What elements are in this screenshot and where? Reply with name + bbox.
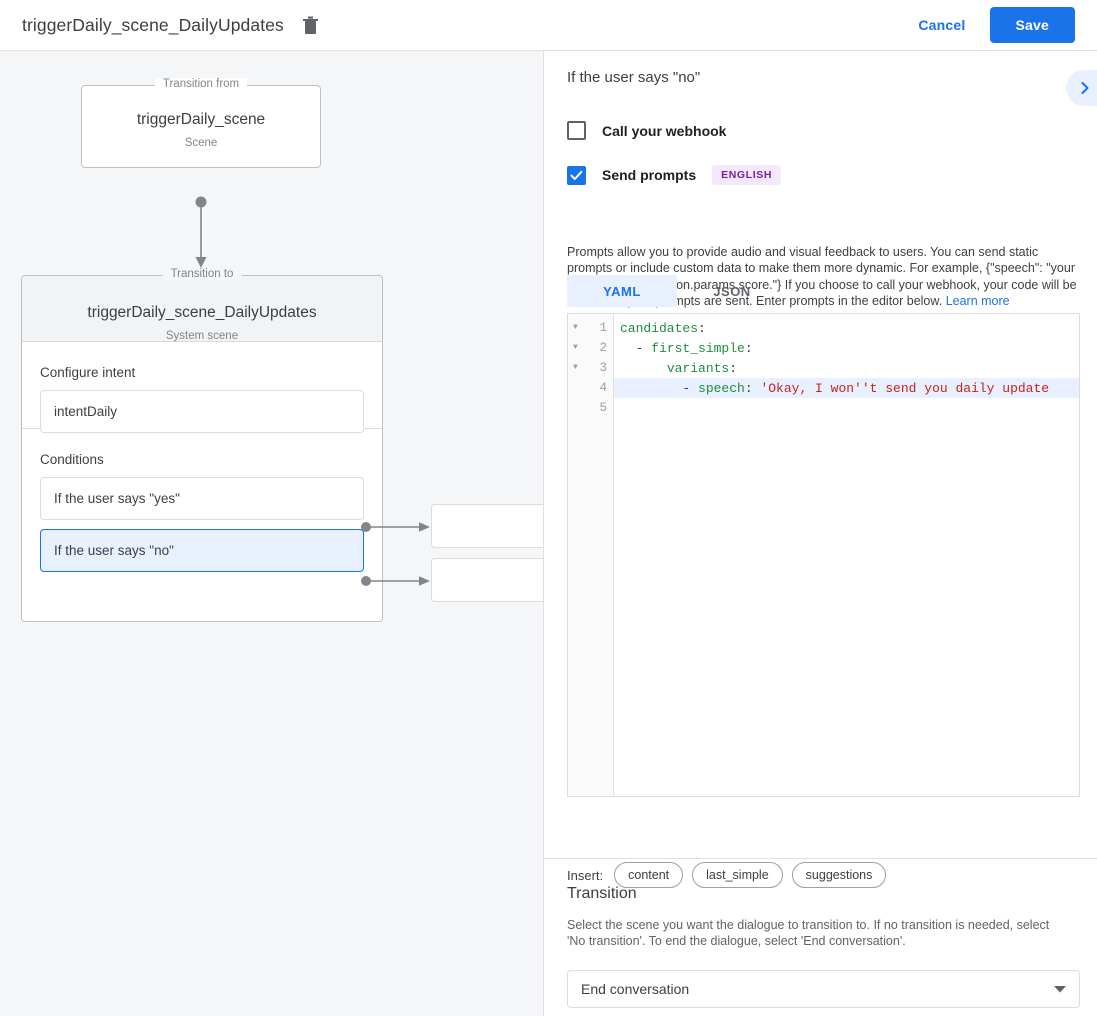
call-webhook-row[interactable]: Call your webhook <box>567 121 726 140</box>
connector-edge-yes <box>361 522 430 532</box>
code-token: - <box>620 380 699 396</box>
editor-line-number: 3 <box>599 361 607 375</box>
editor-line-number: 5 <box>599 401 607 415</box>
save-button[interactable]: Save <box>989 7 1075 43</box>
panel-header: If the user says "no" <box>544 51 1097 107</box>
code-token: : <box>744 380 761 396</box>
top-app-bar: triggerDaily_scene_DailyUpdates Cancel S… <box>0 0 1097 51</box>
conditions-label: Conditions <box>40 452 104 467</box>
editor-code-line[interactable] <box>614 398 1079 418</box>
node-transition-from[interactable]: Transition from triggerDaily_scene Scene <box>81 78 321 168</box>
node-from-legend: Transition from <box>154 78 248 90</box>
transition-select[interactable]: End conversation <box>567 970 1080 1008</box>
editor-gutter-line: 4 <box>568 378 613 398</box>
send-prompts-label: Send prompts <box>602 167 697 183</box>
insert-label: Insert: <box>567 867 604 883</box>
code-token: : <box>744 340 753 356</box>
editor-code-line[interactable]: candidates: <box>614 318 1079 338</box>
editor-gutter-line: ▼3 <box>568 358 613 378</box>
editor-code-line[interactable]: - speech: 'Okay, I won''t send you daily… <box>614 378 1079 398</box>
fold-triangle-icon[interactable]: ▼ <box>573 363 578 372</box>
condition-item-no[interactable]: If the user says "no" <box>40 529 364 572</box>
editor-gutter-line: ▼2 <box>568 338 613 358</box>
node-to-legend: Transition to <box>162 268 242 280</box>
checkmark-icon <box>570 170 583 180</box>
insert-chip-last-simple[interactable]: last_simple <box>692 862 783 888</box>
cancel-button[interactable]: Cancel <box>904 8 979 42</box>
code-token <box>620 361 667 376</box>
format-tabs: YAML JSON <box>567 275 787 307</box>
tab-json[interactable]: JSON <box>713 283 751 299</box>
language-badge: ENGLISH <box>712 165 781 185</box>
editor-code-area[interactable]: candidates: - first_simple: variants: - … <box>614 314 1079 796</box>
target-node-yes[interactable] <box>431 504 543 548</box>
panel-title: If the user says "no" <box>567 69 701 86</box>
editor-gutter-line: 5 <box>568 398 613 418</box>
page-title: triggerDaily_scene_DailyUpdates <box>22 14 284 35</box>
send-prompts-row[interactable]: Send prompts ENGLISH <box>567 165 781 185</box>
code-token: - <box>620 340 652 356</box>
delete-button[interactable] <box>298 12 324 38</box>
editor-line-number: 2 <box>599 341 607 355</box>
insert-chip-suggestions[interactable]: suggestions <box>791 862 887 888</box>
call-webhook-label: Call your webhook <box>602 122 727 139</box>
chevron-down-icon <box>1054 986 1066 993</box>
trash-icon <box>303 16 319 34</box>
connector-edge-from-to <box>195 196 207 268</box>
conditions-section: Conditions If the user says "yes" If the… <box>22 430 382 622</box>
node-from-subtitle: Scene <box>184 137 218 149</box>
fold-triangle-icon[interactable]: ▼ <box>573 323 578 332</box>
chevron-right-icon <box>1081 81 1089 95</box>
insert-chip-content[interactable]: content <box>614 862 684 888</box>
code-token: first_simple <box>651 340 745 356</box>
editor-line-number: 4 <box>599 381 607 395</box>
panel-divider <box>544 858 1097 859</box>
node-transition-to[interactable]: Transition to triggerDaily_scene_DailyUp… <box>21 268 383 622</box>
fold-triangle-icon[interactable]: ▼ <box>573 343 578 352</box>
insert-chips-row: Insert: content last_simple suggestions <box>567 862 895 888</box>
transition-description: Select the scene you want the dialogue t… <box>567 918 1050 949</box>
editor-gutter-line: ▼1 <box>568 318 613 338</box>
transition-section-title: Transition <box>567 885 637 902</box>
node-to-subtitle: System scene <box>165 330 239 342</box>
condition-item-yes[interactable]: If the user says "yes" <box>40 477 364 520</box>
code-token: : <box>698 320 706 336</box>
node-from-title: triggerDaily_scene <box>136 111 266 128</box>
code-token: speech <box>698 380 745 396</box>
node-to-title: triggerDaily_scene_DailyUpdates <box>87 304 317 321</box>
target-node-no[interactable] <box>431 558 543 602</box>
code-token: variants <box>666 360 730 376</box>
tab-yaml[interactable]: YAML <box>567 275 677 307</box>
code-token: : <box>729 360 738 376</box>
editor-line-number: 1 <box>599 321 607 335</box>
learn-more-link[interactable]: Learn more <box>945 293 1010 308</box>
configure-intent-section: Configure intent intentDaily <box>22 343 382 433</box>
details-panel: If the user says "no" Call your webhook … <box>543 51 1097 1016</box>
node-to-header: triggerDaily_scene_DailyUpdates System s… <box>22 276 382 342</box>
transition-select-value: End conversation <box>581 981 690 997</box>
expand-panel-button[interactable] <box>1066 70 1097 106</box>
editor-code-line[interactable]: - first_simple: <box>614 338 1079 358</box>
intent-field[interactable]: intentDaily <box>40 390 364 433</box>
code-token: candidates <box>620 320 699 336</box>
call-webhook-checkbox[interactable] <box>567 121 586 140</box>
code-token: 'Okay, I won''t send you daily update <box>760 380 1050 396</box>
configure-intent-label: Configure intent <box>40 365 136 380</box>
editor-code-line[interactable]: variants: <box>614 358 1079 378</box>
send-prompts-checkbox[interactable] <box>567 165 586 185</box>
graph-canvas[interactable]: Transition from triggerDaily_scene Scene… <box>0 51 543 1016</box>
connector-edge-no <box>361 576 430 586</box>
